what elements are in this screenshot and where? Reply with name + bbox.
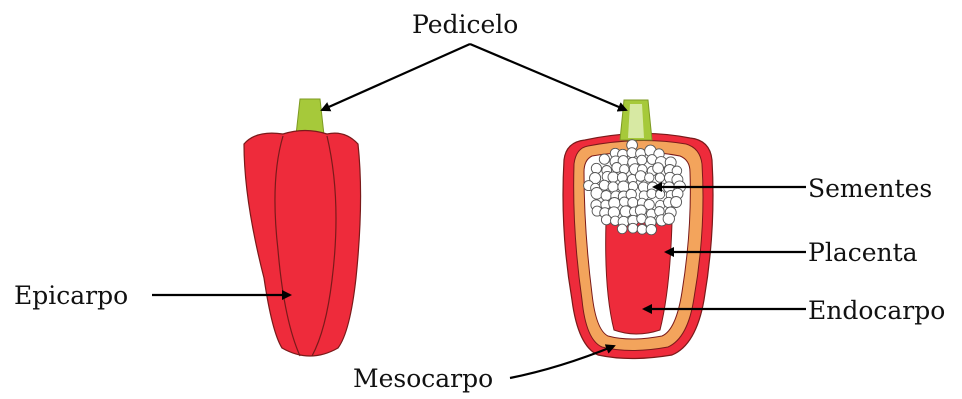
seed [608, 172, 618, 182]
seed [628, 197, 638, 207]
label-pedicelo: Pedicelo [412, 12, 518, 37]
seed [599, 154, 609, 164]
seed [591, 163, 601, 173]
seed [637, 224, 647, 234]
seed [647, 189, 657, 199]
seed [671, 197, 682, 208]
seed [601, 215, 611, 225]
label-mesocarpo: Mesocarpo [353, 366, 493, 391]
seed [655, 173, 664, 182]
seed [591, 188, 603, 200]
seed [656, 190, 665, 199]
arrow-pedicelo-right [470, 44, 626, 110]
label-endocarpo: Endocarpo [808, 298, 945, 323]
cut-pepper [563, 100, 713, 359]
seed [617, 224, 627, 234]
seed [628, 223, 638, 233]
label-epicarpo: Epicarpo [14, 283, 128, 308]
seed [608, 182, 618, 192]
seed [637, 155, 647, 165]
cut-pepper-stem [620, 100, 652, 140]
seed [663, 213, 674, 224]
seed [646, 224, 656, 234]
whole-pepper [244, 99, 361, 356]
whole-pepper-stem [296, 99, 324, 135]
seed [645, 173, 654, 182]
arrow-pedicelo-left [322, 44, 470, 110]
label-placenta: Placenta [808, 240, 918, 265]
whole-pepper-body [244, 131, 361, 357]
cut-pepper-placenta [606, 222, 672, 334]
label-sementes: Sementes [808, 176, 932, 201]
seed [653, 163, 664, 174]
